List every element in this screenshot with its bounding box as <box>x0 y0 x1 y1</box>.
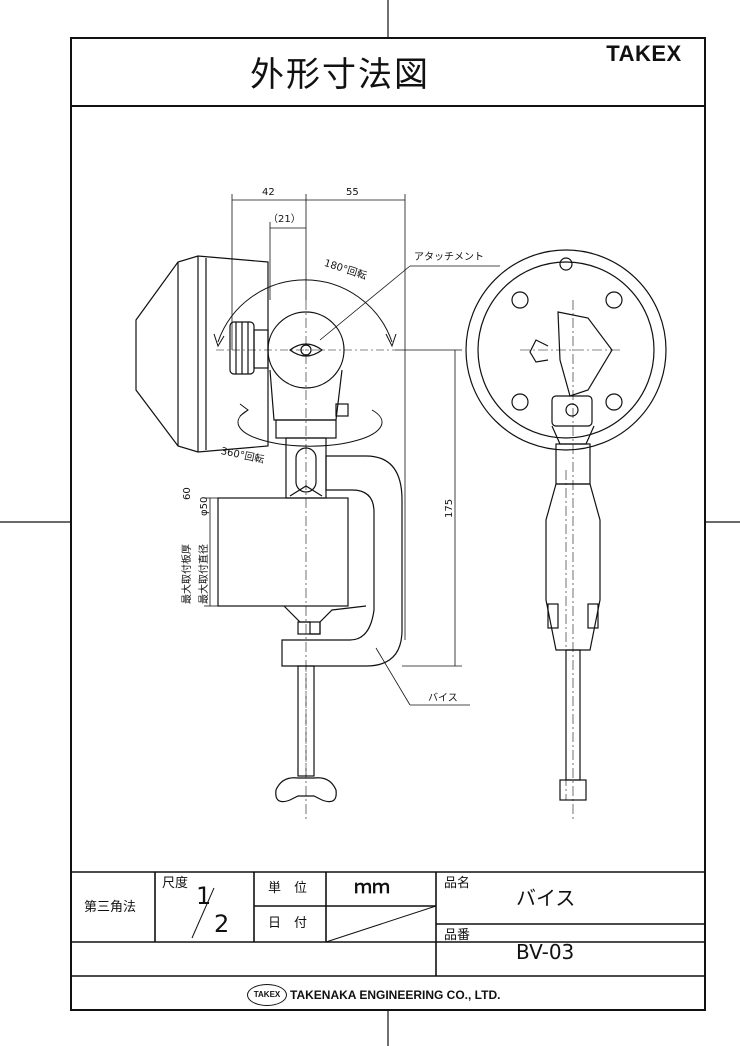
drawing-title: 外形寸法図 <box>250 55 430 95</box>
vise-label: バイス <box>428 693 458 704</box>
scale-numerator: 1 <box>196 882 212 910</box>
drawing-frame <box>70 37 706 1011</box>
dim-42-label: 42 <box>262 187 275 198</box>
vise-leader <box>375 647 411 706</box>
title-block-lines <box>70 871 706 977</box>
vise-lower-jaw <box>283 605 367 635</box>
rotate-180-arc <box>217 279 393 343</box>
product-name-label: 品名 <box>444 876 471 891</box>
attachment-leader <box>319 265 411 341</box>
dim-21-label: （21） <box>268 214 301 225</box>
dim-60-lines <box>204 497 218 607</box>
front-view <box>465 249 667 820</box>
dim-60-label: 60 <box>182 487 193 500</box>
dim-phi50-label: φ50 <box>199 496 210 516</box>
vise-c-frame <box>281 455 403 667</box>
dim-55-label: 55 <box>346 187 359 198</box>
scale-denominator: 2 <box>214 910 230 938</box>
product-number-label: 品番 <box>444 928 471 943</box>
product-number-value: BV-03 <box>516 940 575 964</box>
brand-logo: TAKEX <box>606 41 682 66</box>
dim-175-label: 175 <box>444 498 455 518</box>
lamp-body-outline <box>135 255 269 453</box>
scale-label: 尺度 <box>162 876 189 891</box>
attachment-label: アタッチメント <box>414 252 484 263</box>
company-name: TAKENAKA ENGINEERING CO., LTD. <box>290 988 501 1002</box>
rotate-360-arc <box>237 409 383 447</box>
max-plate-label: 最大取付板厚 <box>182 544 193 604</box>
unit-value: ｍｍ <box>354 877 390 898</box>
side-knob <box>229 321 269 375</box>
company-logo: TAKEX <box>247 984 287 1006</box>
dim-175-lines <box>395 349 462 667</box>
date-label: 日 付 <box>268 916 308 931</box>
unit-label: 単 位 <box>268 881 308 896</box>
product-name-value: バイス <box>516 886 576 910</box>
max-diameter-label: 最大取付直径 <box>199 544 210 604</box>
projection-method: 第三角法 <box>84 900 137 915</box>
